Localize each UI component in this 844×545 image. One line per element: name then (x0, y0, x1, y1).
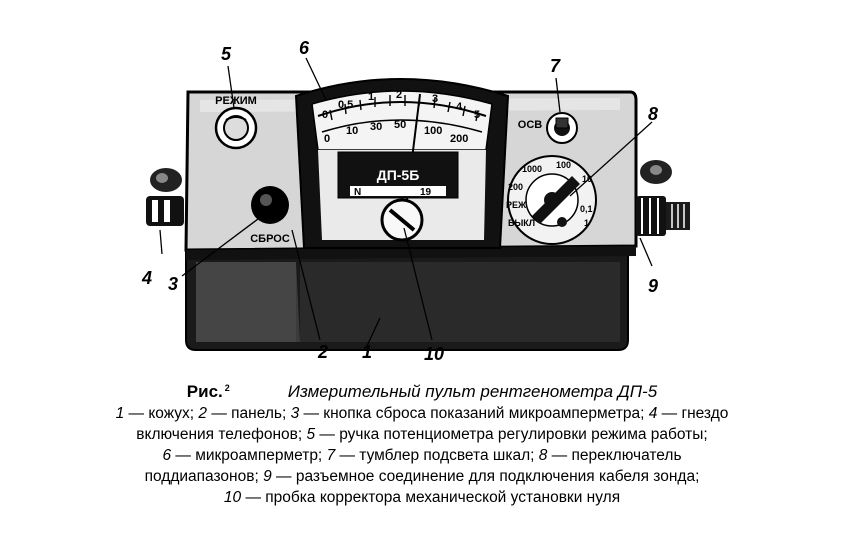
svg-text:4: 4 (456, 101, 463, 113)
legend-text: — кожух; (124, 405, 199, 423)
light-switch (546, 112, 578, 144)
callout-10: 10 (424, 344, 444, 364)
svg-text:10: 10 (346, 125, 358, 137)
nameplate-serial-prefix: N (354, 187, 361, 198)
figure-label: Рис. (186, 382, 223, 402)
instrument-illustration: РЕЖИМ СБРОС ОСВ 0 0,5 1 2 3 4 5 0 10 30 … (141, 38, 690, 364)
legend-text: — тумблер подсвета шкал; (335, 447, 539, 465)
callout-6: 6 (299, 38, 310, 58)
legend-number: 3 (290, 405, 300, 423)
callout-4: 4 (141, 268, 152, 288)
phone-socket (146, 168, 184, 226)
callout-2: 2 (317, 342, 328, 362)
legend-number: 9 (263, 468, 272, 486)
callout-1: 1 (362, 342, 372, 362)
legend-number: 2 (198, 405, 208, 423)
reset-label: СБРОС (250, 233, 290, 245)
legend-text: — ручка потенциометра регулировки режима… (315, 426, 708, 444)
nameplate-serial: 19 (420, 187, 432, 198)
legend-text: — переключатель (547, 447, 682, 465)
dial-labels: 1000 100 10 200 РЕЖ 0,1 ВЫКЛ 1 (506, 160, 593, 228)
svg-text:0: 0 (322, 109, 328, 121)
reset-button-illustration (251, 186, 289, 224)
legend-text: включения телефонов; (136, 426, 307, 444)
callout-numbers: 5 6 7 8 4 3 2 1 10 9 (141, 38, 658, 364)
svg-text:3: 3 (432, 93, 438, 105)
legend-text: — разъемное соединение для подключения к… (271, 468, 700, 486)
callout-5: 5 (221, 44, 232, 64)
svg-text:10: 10 (582, 174, 592, 184)
svg-text:РЕЖ: РЕЖ (506, 200, 527, 210)
meter-scale-bottom: 0 10 30 50 100 200 (324, 119, 468, 145)
cable-connector (636, 160, 690, 236)
legend-number: 1 (115, 405, 125, 423)
svg-text:200: 200 (508, 182, 523, 192)
caption-line-4: поддиапазонов; 9 — разъемное соединение … (0, 466, 844, 487)
callout-8: 8 (648, 104, 658, 124)
nameplate-model: ДП-5Б (377, 167, 420, 183)
callout-9: 9 (648, 276, 658, 296)
meter-scale-top: 0 0,5 1 2 3 4 5 (322, 89, 480, 121)
legend-number: 7 (326, 447, 336, 465)
legend-text: поддиапазонов; (144, 468, 264, 486)
leader-lines (159, 57, 653, 349)
legend-number: 6 (162, 447, 172, 465)
svg-text:200: 200 (450, 133, 468, 145)
svg-text:0: 0 (324, 133, 330, 145)
callout-7: 7 (550, 56, 561, 76)
legend-number: 4 (648, 405, 658, 423)
callout-3: 3 (168, 274, 178, 294)
legend-text: — гнездо (657, 405, 729, 423)
caption-line-3: 6 — микроамперметр; 7 — тумблер подсвета… (0, 445, 844, 466)
svg-text:1000: 1000 (522, 164, 542, 174)
svg-text:1: 1 (584, 218, 589, 228)
svg-text:1: 1 (368, 91, 374, 103)
svg-text:50: 50 (394, 119, 406, 131)
svg-text:100: 100 (424, 125, 442, 137)
range-switch-dial (507, 155, 597, 245)
svg-text:0,1: 0,1 (580, 204, 593, 214)
switch-label: ОСВ (518, 119, 543, 131)
svg-text:30: 30 (370, 121, 382, 133)
svg-text:0,5: 0,5 (338, 99, 353, 111)
caption-line-1: 1 — кожух; 2 — панель; 3 — кнопка сброса… (0, 403, 844, 424)
legend-number: 5 (306, 426, 316, 444)
casing (185, 251, 629, 351)
svg-text:2: 2 (396, 89, 402, 101)
legend-text: — микроамперметр; (171, 447, 327, 465)
legend-text: — пробка корректора механической установ… (241, 489, 621, 507)
svg-text:5: 5 (474, 109, 480, 121)
mode-knob (214, 106, 258, 150)
svg-text:ВЫКЛ: ВЫКЛ (508, 218, 535, 228)
meter-housing (294, 78, 510, 249)
legend-number: 10 (223, 489, 242, 507)
svg-text:100: 100 (556, 160, 571, 170)
caption-legend: 1 — кожух; 2 — панель; 3 — кнопка сброса… (0, 403, 844, 508)
figure-number: 2 (224, 383, 230, 393)
caption-line-2: включения телефонов; 5 — ручка потенциом… (0, 424, 844, 445)
caption-title-line: Рис.2 Измерительный пульт рентгенометра Д… (0, 378, 844, 403)
caption-line-5: 10 — пробка корректора механической уста… (0, 487, 844, 508)
legend-text: — кнопка сброса показаний микроамперметр… (299, 405, 649, 423)
legend-text: — панель; (207, 405, 291, 423)
knob-label: РЕЖИМ (215, 95, 257, 107)
rentgenometer-drawing: РЕЖИМ СБРОС ОСВ 0 0,5 1 2 3 4 5 0 10 30 … (141, 38, 690, 364)
legend-number: 8 (538, 447, 548, 465)
figure-title: Измерительный пульт рентгенометра ДП-5 (287, 382, 658, 402)
